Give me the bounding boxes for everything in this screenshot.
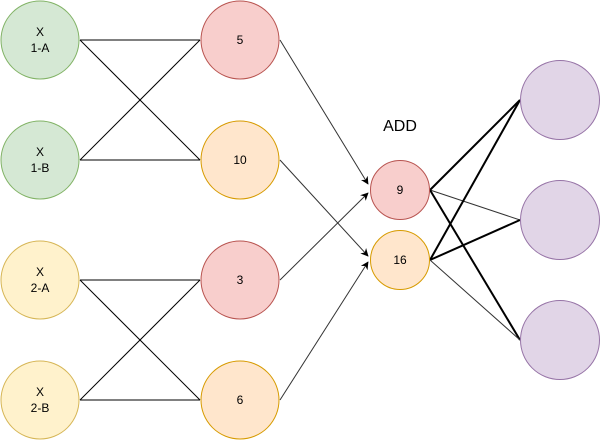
node-out3 <box>520 300 600 380</box>
edge-add9-out1 <box>429 99 521 191</box>
arrow-h5-add9 <box>279 39 369 185</box>
node-x1b-label-line2: 1-B <box>31 161 50 175</box>
node-h6-label: 6 <box>237 393 244 407</box>
node-x1a: X 1-A <box>0 0 80 80</box>
edge-x1b-h5 <box>79 39 201 161</box>
node-x2a-label-line2: 2-A <box>31 281 50 295</box>
edges-add-to-output <box>429 99 521 341</box>
node-x1b: X 1-B <box>0 120 80 200</box>
node-h10-label: 10 <box>233 153 247 167</box>
edge-add16-out1 <box>429 99 521 261</box>
edge-x2b-h3 <box>79 279 201 401</box>
node-x2a-label-line1: X <box>36 265 44 279</box>
node-h5: 5 <box>200 0 280 80</box>
node-add16-label: 16 <box>393 253 407 267</box>
node-h3: 3 <box>200 240 280 320</box>
node-add9-label: 9 <box>397 183 404 197</box>
node-out1 <box>520 60 600 140</box>
node-h5-label: 5 <box>237 33 244 47</box>
node-h10: 10 <box>200 120 280 200</box>
node-x2b-label-line1: X <box>36 385 44 399</box>
node-h6: 6 <box>200 360 280 440</box>
node-h3-label: 3 <box>237 273 244 287</box>
node-out2 <box>520 180 600 260</box>
node-x1a-label-line1: X <box>36 25 44 39</box>
edge-add9-out2 <box>429 189 521 221</box>
node-x1a-label-line2: 1-A <box>31 41 50 55</box>
edge-add16-out3 <box>429 259 521 341</box>
edges-hidden-to-add <box>279 39 369 401</box>
node-x2b-label-line2: 2-B <box>31 401 50 415</box>
node-add9: 9 <box>370 160 430 220</box>
edge-add9-out3 <box>429 189 521 341</box>
arrow-h6-add16 <box>279 261 369 401</box>
node-x2a: X 2-A <box>0 240 80 320</box>
add-caption: ADD <box>383 118 417 135</box>
node-add16: 16 <box>370 230 430 290</box>
arrow-h10-add16 <box>279 159 369 257</box>
node-x2b: X 2-B <box>0 360 80 440</box>
node-x1b-label-line1: X <box>36 145 44 159</box>
edge-add16-out2 <box>429 219 521 261</box>
edges-input-to-hidden <box>79 39 201 401</box>
arrow-h3-add9 <box>279 192 369 281</box>
